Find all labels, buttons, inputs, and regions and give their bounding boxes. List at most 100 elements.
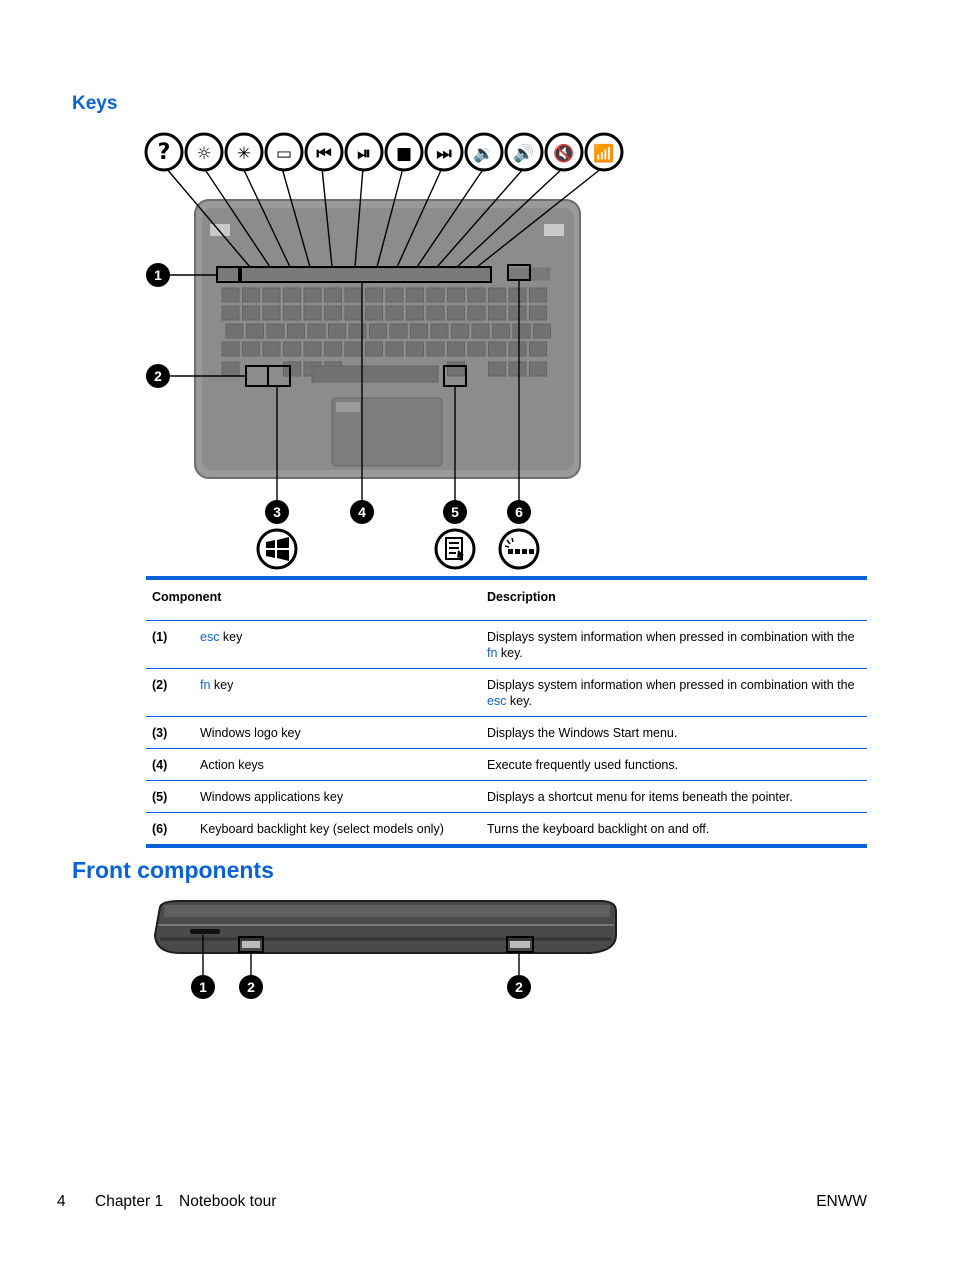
component-name-text: Keyboard backlight key (select models on… <box>200 822 444 836</box>
keyboard-illustration: ?☼✳▭⏮⏯■⏭🔉🔊🔇📶 1 2 3 4 5 6 <box>144 132 624 570</box>
description-text: Displays the Windows Start menu. <box>487 726 678 740</box>
callout-5-label: 5 <box>451 504 459 520</box>
description-text: Displays system information when pressed… <box>487 678 855 692</box>
keyboard-key <box>467 341 486 357</box>
help-icon: ? <box>144 132 184 172</box>
table-row: (5) Windows applications key Displays a sh… <box>146 780 867 813</box>
keyboard-callouts: 1 2 3 4 5 6 <box>146 263 531 524</box>
keyboard-key <box>426 341 445 357</box>
keyboard-key <box>303 341 322 357</box>
section-heading-keys: Keys <box>72 93 118 114</box>
svg-text:📶: 📶 <box>593 143 614 164</box>
table-row: (6) Keyboard backlight key (select models… <box>146 812 867 848</box>
keyboard-key <box>467 287 486 303</box>
keyboard-key <box>348 323 367 339</box>
svg-text:⏮: ⏮ <box>316 144 331 164</box>
keyboard-key <box>488 287 506 303</box>
wireless-icon: 📶 <box>584 132 624 172</box>
keyboard-key <box>451 323 469 339</box>
spacebar <box>311 365 439 383</box>
keyboard-key <box>283 305 301 321</box>
keyboard-key <box>221 341 240 357</box>
footer-doc-id: ENWW <box>816 1193 867 1210</box>
component-number: (6) <box>146 812 194 848</box>
keyboard-key <box>365 341 383 357</box>
callout-6 <box>507 500 531 524</box>
callout-1-label: 1 <box>154 267 162 283</box>
svg-text:⏭: ⏭ <box>436 144 452 164</box>
keyboard-key <box>447 305 465 321</box>
stop-icon: ■ <box>384 132 424 172</box>
component-number: (4) <box>146 748 194 781</box>
front-callout-2b <box>507 975 531 999</box>
keyboard-key <box>488 341 506 357</box>
keyboard-key <box>488 305 506 321</box>
front-callout-2a-label: 2 <box>247 979 255 995</box>
keyboard-key <box>344 305 363 321</box>
keyboard-key <box>283 341 301 357</box>
component-description: Displays system information when pressed… <box>481 620 867 669</box>
keyboard-key <box>533 323 551 339</box>
keyboard-key <box>512 323 531 339</box>
header-description: Description <box>481 576 867 621</box>
keyboard-key <box>430 323 449 339</box>
component-description: Displays a shortcut menu for items benea… <box>481 780 867 813</box>
component-number-label: (4) <box>152 758 168 772</box>
keyboard-key <box>283 287 301 303</box>
svg-text:✳: ✳ <box>237 144 251 164</box>
keyboard-key <box>488 361 506 377</box>
keyboard-key <box>262 341 281 357</box>
description-key-name: fn <box>487 646 498 660</box>
next-track-icon: ⏭ <box>424 132 464 172</box>
svg-text:🔊: 🔊 <box>513 143 534 164</box>
component-name-text: Action keys <box>200 758 264 772</box>
brightness-down-icon: ☼ <box>184 132 224 172</box>
keyboard-backlight-icon <box>498 528 540 570</box>
keyboard-key <box>242 287 260 303</box>
table-header-row: Component Description <box>146 576 867 621</box>
keyboard-key <box>508 341 527 357</box>
keyboard-key <box>406 287 424 303</box>
keyboard-key <box>385 287 404 303</box>
footer-page-number: 4 <box>57 1193 66 1210</box>
front-view-figure: 1 2 2 <box>150 895 625 1005</box>
callout-6-label: 6 <box>515 504 523 520</box>
svg-text:🔉: 🔉 <box>473 144 494 164</box>
component-number-label: (6) <box>152 822 168 836</box>
description-text: Displays system information when pressed… <box>487 630 855 644</box>
keyboard-key <box>426 287 445 303</box>
component-number-label: (5) <box>152 790 168 804</box>
keyboard-key <box>328 323 346 339</box>
component-name: esc key <box>194 620 481 669</box>
footer-chapter: Chapter 1 <box>95 1193 164 1210</box>
component-name: Windows applications key <box>194 780 481 813</box>
keyboard-key <box>508 361 527 377</box>
table-row: (4) Action keys Execute frequently used fu… <box>146 748 867 781</box>
front-callout-1 <box>191 975 215 999</box>
keyboard-key <box>447 341 465 357</box>
callout-2-label: 2 <box>154 368 162 384</box>
keyboard-key <box>283 361 301 377</box>
svg-text:⏯: ⏯ <box>357 144 371 164</box>
section-heading-front-components: Front components <box>72 857 274 883</box>
description-text: Turns the keyboard backlight on and off. <box>487 822 710 836</box>
keyboard-key <box>406 341 424 357</box>
keyboard-key <box>529 305 547 321</box>
keyboard-key <box>242 341 260 357</box>
svg-text:▭: ▭ <box>276 144 292 164</box>
previous-track-icon: ⏮ <box>304 132 344 172</box>
description-text: Execute frequently used functions. <box>487 758 679 772</box>
brightness-up-icon: ✳ <box>224 132 264 172</box>
keyboard-key <box>389 323 408 339</box>
play-pause-icon: ⏯ <box>344 132 384 172</box>
keyboard-key <box>246 323 264 339</box>
keyboard-key <box>508 287 527 303</box>
volume-up-icon: 🔊 <box>504 132 544 172</box>
component-name-text: Windows applications key <box>200 790 344 804</box>
callout-5 <box>443 500 467 524</box>
keyboard-key <box>344 341 363 357</box>
keyboard-key <box>529 361 547 377</box>
callout-1 <box>146 263 170 287</box>
